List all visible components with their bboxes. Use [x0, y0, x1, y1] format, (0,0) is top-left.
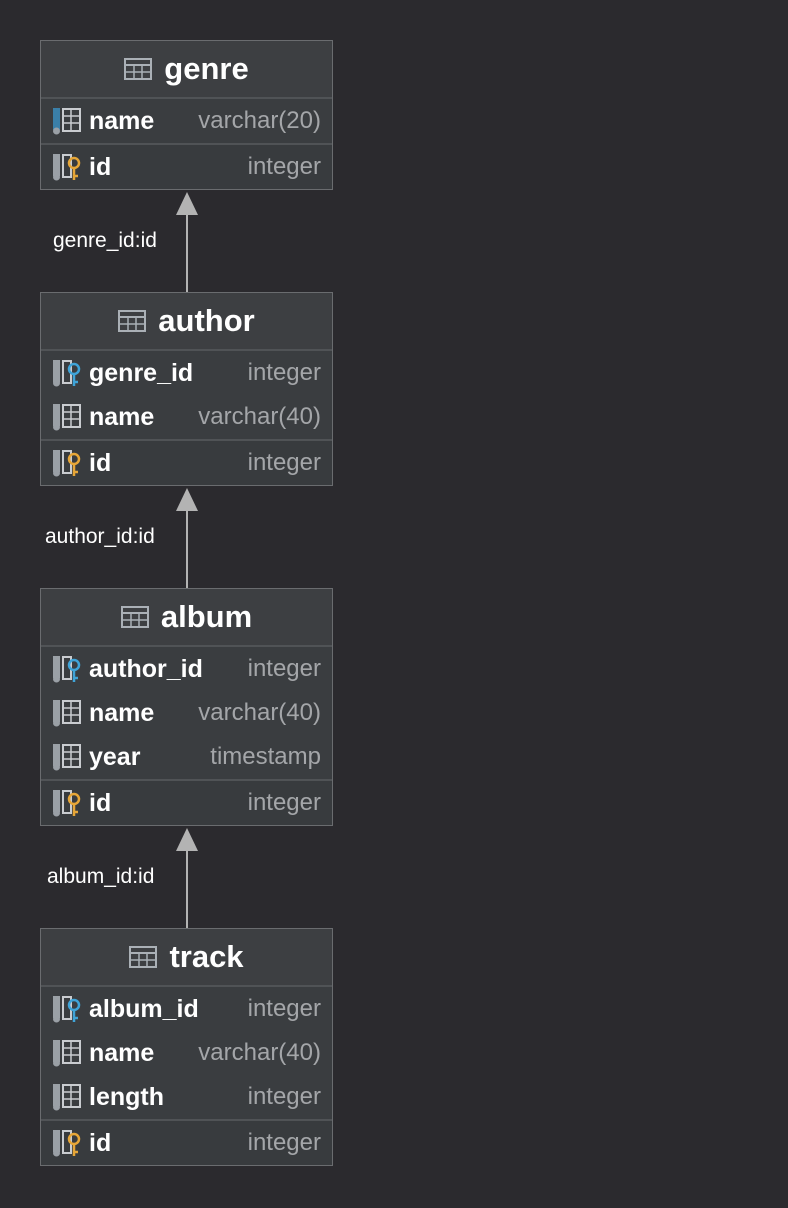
column-name: author_id	[89, 654, 203, 683]
column-row[interactable]: name varchar(40)	[41, 395, 332, 439]
primary-key-icon	[53, 790, 81, 817]
column-icon	[53, 108, 81, 135]
column-type: varchar(40)	[198, 1039, 321, 1066]
column-type: integer	[247, 1083, 321, 1110]
entity-title: album	[160, 599, 253, 634]
column-name: id	[89, 1128, 112, 1157]
column-row[interactable]: id integer	[41, 145, 332, 189]
primary-key-group: id integer	[41, 145, 332, 189]
column-row[interactable]: year timestamp	[41, 735, 332, 779]
column-group: author_id integer name varchar(40)	[41, 647, 332, 781]
primary-key-icon	[53, 1130, 81, 1157]
column-row[interactable]: length integer	[41, 1075, 332, 1119]
entity-header[interactable]: track	[41, 929, 332, 987]
column-icon	[53, 1040, 81, 1067]
column-icon	[53, 700, 81, 727]
column-name: genre_id	[89, 358, 194, 387]
column-row[interactable]: id integer	[41, 1121, 332, 1165]
relation-label-album: album_id:id	[47, 865, 155, 888]
column-icon	[53, 404, 81, 431]
column-type: integer	[247, 655, 321, 682]
relation-arrow-author-genre	[176, 192, 198, 215]
foreign-key-icon	[53, 656, 81, 683]
column-name: album_id	[89, 994, 199, 1023]
foreign-key-icon	[53, 360, 81, 387]
primary-key-group: id integer	[41, 1121, 332, 1165]
entity-genre[interactable]: genre name varchar(20)	[40, 40, 333, 190]
column-type: varchar(20)	[198, 107, 321, 134]
column-row[interactable]: name varchar(40)	[41, 691, 332, 735]
column-name: year	[89, 742, 141, 771]
entity-title: track	[169, 939, 244, 974]
relation-label-author: author_id:id	[45, 525, 155, 548]
column-row[interactable]: id integer	[41, 781, 332, 825]
column-type: integer	[247, 789, 321, 816]
entity-header[interactable]: album	[41, 589, 332, 647]
column-name: length	[89, 1082, 164, 1111]
column-row[interactable]: album_id integer	[41, 987, 332, 1031]
column-type: timestamp	[210, 743, 321, 770]
relation-label-genre: genre_id:id	[53, 229, 157, 252]
entity-header[interactable]: author	[41, 293, 332, 351]
column-group: name varchar(20)	[41, 99, 332, 145]
relation-arrow-track-album	[176, 828, 198, 851]
table-icon	[120, 606, 149, 628]
column-type: integer	[247, 995, 321, 1022]
column-type: integer	[247, 449, 321, 476]
column-type: integer	[247, 153, 321, 180]
entity-title: author	[158, 303, 255, 338]
entity-author[interactable]: author genre_id integer	[40, 292, 333, 486]
column-row[interactable]: name varchar(40)	[41, 1031, 332, 1075]
column-name: id	[89, 448, 112, 477]
table-icon	[118, 310, 147, 332]
column-name: id	[89, 152, 112, 181]
column-name: name	[89, 698, 155, 727]
column-group: genre_id integer name varchar(40)	[41, 351, 332, 441]
column-type: integer	[247, 359, 321, 386]
column-row[interactable]: author_id integer	[41, 647, 332, 691]
relation-arrow-album-author	[176, 488, 198, 511]
column-type: integer	[247, 1129, 321, 1156]
primary-key-icon	[53, 154, 81, 181]
entity-title: genre	[164, 51, 249, 86]
column-name: name	[89, 402, 155, 431]
column-group: album_id integer name varchar(40)	[41, 987, 332, 1121]
column-type: varchar(40)	[198, 699, 321, 726]
primary-key-group: id integer	[41, 441, 332, 485]
column-type: varchar(40)	[198, 403, 321, 430]
primary-key-icon	[53, 450, 81, 477]
primary-key-group: id integer	[41, 781, 332, 825]
table-icon	[124, 58, 153, 80]
column-icon	[53, 744, 81, 771]
foreign-key-icon	[53, 996, 81, 1023]
entity-track[interactable]: track album_id integer	[40, 928, 333, 1166]
table-icon	[129, 946, 158, 968]
column-row[interactable]: name varchar(20)	[41, 99, 332, 143]
entity-album[interactable]: album author_id integer	[40, 588, 333, 826]
column-name: id	[89, 788, 112, 817]
column-icon	[53, 1084, 81, 1111]
column-row[interactable]: genre_id integer	[41, 351, 332, 395]
column-row[interactable]: id integer	[41, 441, 332, 485]
column-name: name	[89, 106, 155, 135]
entity-header[interactable]: genre	[41, 41, 332, 99]
column-name: name	[89, 1038, 155, 1067]
